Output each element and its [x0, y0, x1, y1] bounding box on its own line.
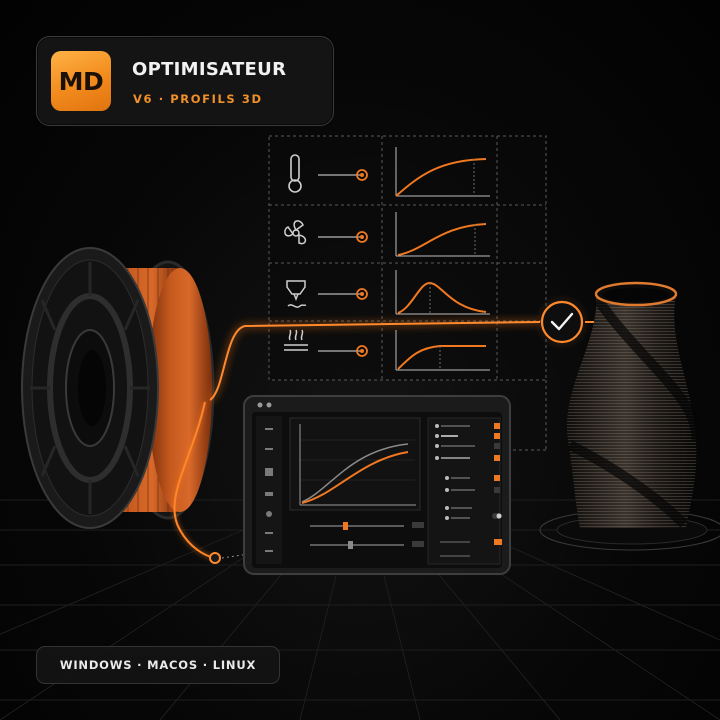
- app-title: OPTIMISATEUR: [132, 59, 287, 80]
- brand-badge: MD OPTIMISATEUR V6 · PROFILS 3D: [36, 36, 334, 126]
- app-logo: MD: [51, 51, 111, 111]
- filament-spool: [21, 247, 215, 529]
- filament-path: [171, 319, 606, 564]
- fan-curve: [395, 212, 490, 257]
- thermometer-icon: [288, 154, 302, 193]
- temperature-slider[interactable]: [318, 169, 368, 181]
- fan-icon: [284, 220, 307, 245]
- bed-curve: [395, 330, 490, 371]
- heated-bed-icon: [284, 329, 308, 351]
- flow-curve: [395, 270, 490, 315]
- check-icon: [534, 294, 590, 350]
- tablet-device: [243, 395, 511, 575]
- tablet-slider-1[interactable]: [310, 522, 404, 530]
- platforms-badge: WINDOWS · MACOS · LINUX: [36, 646, 280, 684]
- temperature-curve: [395, 147, 490, 197]
- nozzle-icon: [286, 280, 307, 308]
- fan-slider[interactable]: [318, 231, 368, 243]
- printed-vase: [539, 281, 720, 551]
- tablet-slider-2[interactable]: [310, 541, 404, 549]
- nozzle-slider[interactable]: [318, 288, 368, 300]
- bed-slider[interactable]: [318, 345, 368, 357]
- app-subtitle: V6 · PROFILS 3D: [133, 92, 263, 106]
